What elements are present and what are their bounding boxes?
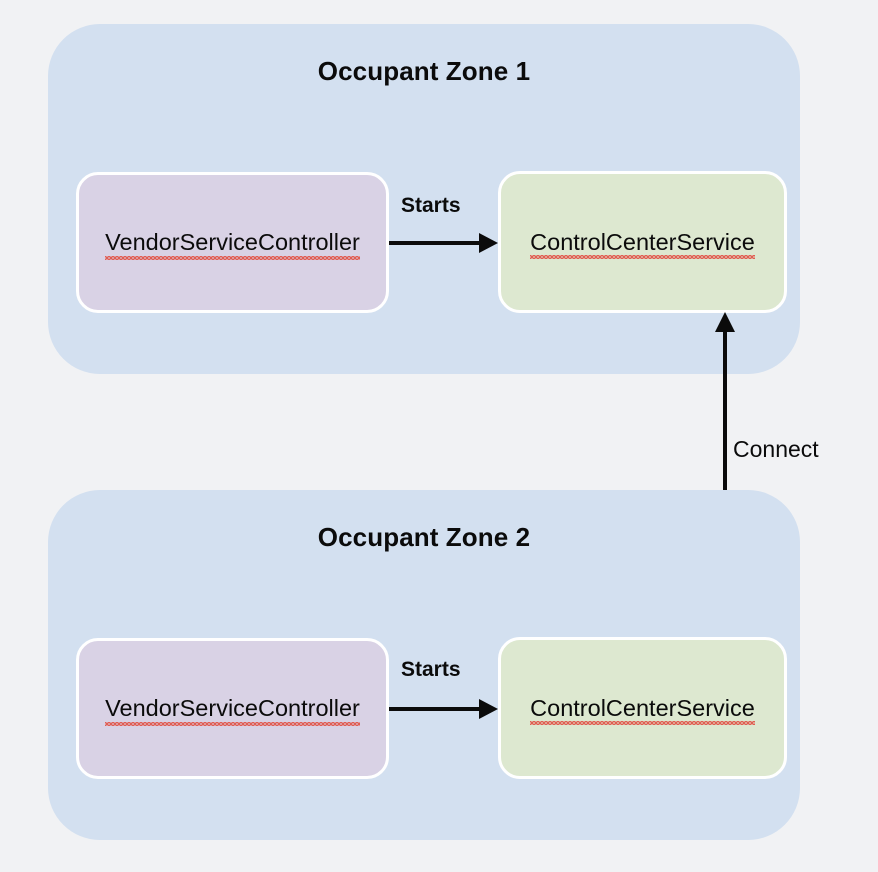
arrow-head-up-icon	[715, 312, 735, 332]
vendor-service-controller-label-zone-2: VendorServiceController	[105, 695, 360, 726]
arrow-shaft-vertical	[723, 328, 727, 613]
vendor-service-controller-label-zone-1: VendorServiceController	[105, 229, 360, 260]
control-center-service-node-zone-1[interactable]: ControlCenterService	[498, 171, 787, 313]
arrow-head-right-icon	[479, 233, 498, 253]
connect-edge-label: Connect	[733, 436, 819, 462]
starts-edge-label-zone-1: Starts	[401, 194, 461, 217]
control-center-service-label-zone-2: ControlCenterService	[530, 694, 755, 725]
vendor-service-controller-node-zone-1[interactable]: VendorServiceController	[76, 172, 389, 313]
occupant-zone-2-title: Occupant Zone 2	[317, 522, 531, 552]
arrow-shaft	[389, 241, 479, 245]
starts-arrow-zone-1	[389, 226, 498, 260]
occupant-zone-1-title: Occupant Zone 1	[317, 56, 531, 86]
starts-edge-label-zone-2: Starts	[401, 658, 461, 681]
control-center-service-node-zone-2[interactable]: ControlCenterService	[498, 637, 787, 779]
starts-arrow-zone-2	[389, 692, 498, 726]
vendor-service-controller-node-zone-2[interactable]: VendorServiceController	[76, 638, 389, 779]
arrow-shaft	[389, 707, 479, 711]
arrow-head-right-icon	[479, 699, 498, 719]
control-center-service-label-zone-1: ControlCenterService	[530, 228, 755, 259]
